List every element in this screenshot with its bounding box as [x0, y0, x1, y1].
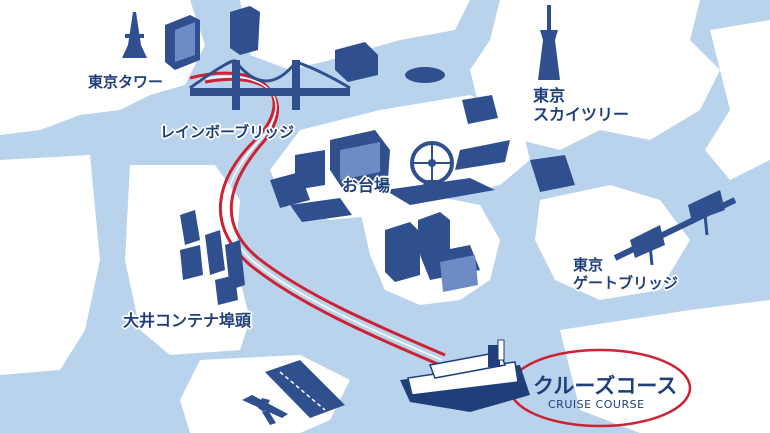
label-skytree-line2: スカイツリー [533, 105, 630, 125]
buildings-north [165, 6, 575, 192]
land-northwest [0, 0, 205, 135]
label-odaiba: お台場 [342, 176, 391, 195]
label-gate-bridge-line1: 東京 [573, 256, 604, 274]
land-west-strip [0, 155, 100, 375]
land-north-central [240, 0, 470, 70]
land-southeast [560, 300, 770, 433]
gate-bridge-icon [613, 190, 737, 266]
land-east-edge [705, 20, 770, 180]
label-tokyo-tower: 東京タワー [88, 73, 164, 91]
label-oi-container: 大井コンテナ埠頭 [123, 311, 252, 330]
cruise-route-outer [189, 71, 441, 367]
crane-icon [180, 210, 245, 305]
cruise-course-title: クルーズコース [533, 374, 678, 398]
airplane-icon [242, 395, 288, 425]
label-skytree-line1: 東京 [533, 86, 566, 105]
rainbow-bridge-icon [189, 59, 351, 110]
label-rainbow-bridge: レインボーブリッジ [160, 123, 295, 141]
ferris-wheel-icon [410, 141, 454, 195]
label-skytree: 東京 スカイツリー [533, 86, 629, 124]
cruise-course-subtitle: CRUISE COURSE [548, 398, 645, 411]
skytree-icon [538, 5, 560, 80]
tokyo-tower-icon [122, 12, 147, 58]
label-gate-bridge-line2: ゲートブリッジ [573, 274, 679, 292]
runway [265, 360, 345, 418]
cruise-ship-icon [400, 339, 530, 412]
land-northeast [470, 0, 720, 150]
buildings-south-central [385, 212, 480, 292]
land-east-south [535, 185, 690, 300]
label-gate-bridge: 東京 ゲートブリッジ [573, 256, 678, 292]
